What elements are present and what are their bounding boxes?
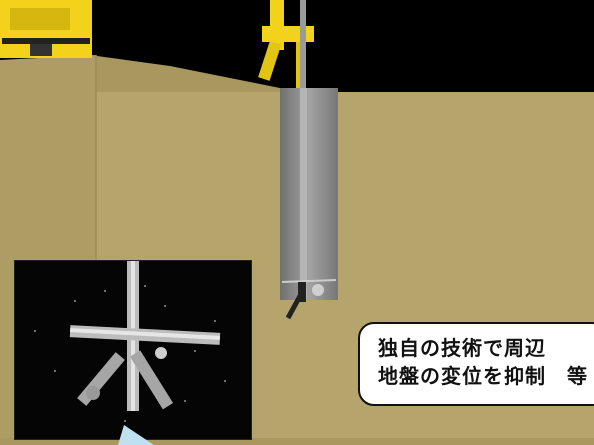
feature-callout: 独自の技術で周辺 地盤の変位を抑制 等 [358,322,594,406]
callout-line-2: 地盤の変位を抑制 等 [378,364,588,388]
drill-closeup-inset [14,260,252,440]
drill-bit-icon [285,282,324,320]
excavator-icon [0,0,92,58]
callout-pointer [118,425,154,445]
closeup-drawing [15,261,251,439]
callout-line-1: 独自の技術で周辺 [378,336,546,360]
excavated-shaft [280,88,338,300]
